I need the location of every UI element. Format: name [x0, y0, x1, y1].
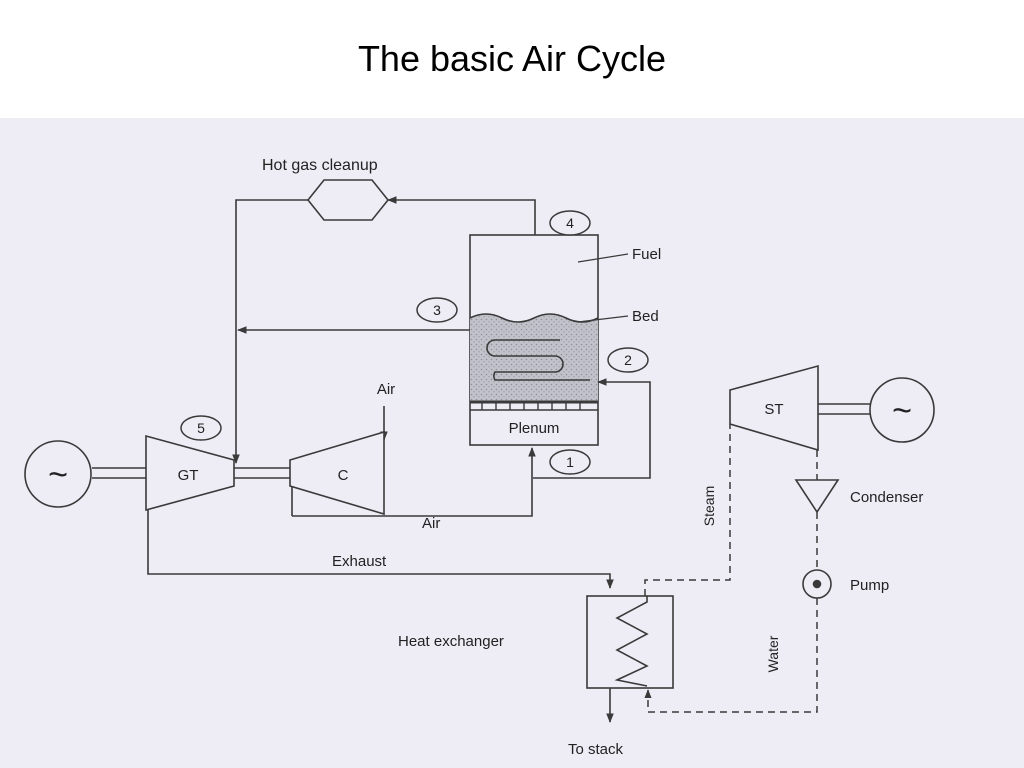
air-cycle-diagram: 4 3 2 1 5 Hot gas cleanup Fuel Bed Plenu…	[24, 157, 935, 758]
air-to-plenum-line	[292, 447, 536, 517]
steam-label: Steam	[701, 486, 717, 526]
state-point-4-marker	[549, 210, 591, 236]
state-point-3-marker	[416, 297, 458, 323]
condenser-label: Condenser	[850, 489, 923, 506]
to-stack-label: To stack	[568, 741, 624, 758]
slide-title: The basic Air Cycle	[357, 38, 667, 79]
water-label: Water	[765, 635, 781, 672]
generator-right-symbol: ~	[892, 392, 912, 430]
state-point-1-marker	[549, 449, 591, 475]
state-point-5-marker	[180, 415, 222, 441]
steam-line	[644, 424, 731, 596]
bed-coil	[486, 339, 590, 381]
bed-region	[470, 314, 598, 402]
coil-return-line	[597, 378, 651, 479]
state-point-3: 3	[433, 302, 441, 318]
state-point-2-marker	[607, 347, 649, 373]
compressor-label: C	[338, 467, 349, 484]
bed-label: Bed	[632, 308, 659, 325]
state-point-1: 1	[566, 454, 574, 470]
distributor-plate	[481, 402, 581, 410]
fuel-label: Fuel	[632, 246, 661, 263]
hot-gas-cleanup-label: Hot gas cleanup	[262, 157, 378, 174]
exhaust-label: Exhaust	[332, 553, 387, 570]
hot-gas-cleanup-filter	[306, 179, 390, 221]
steam-turbine	[729, 364, 819, 452]
air-supply-label: Air	[422, 515, 440, 532]
air-inlet-label: Air	[377, 381, 395, 398]
generator-left-symbol: ~	[48, 456, 68, 494]
heat-exchanger-coil	[614, 596, 649, 687]
state-point-2: 2	[624, 352, 632, 368]
generator-right	[869, 377, 935, 443]
exhaust-line	[147, 510, 614, 589]
gt-label: GT	[178, 467, 199, 484]
cleaned-gas-line	[232, 199, 308, 464]
pump-label: Pump	[850, 577, 889, 594]
water-line	[644, 598, 818, 713]
heat-exchanger-label: Heat exchanger	[398, 633, 504, 650]
gas-turbine	[145, 434, 235, 512]
state-point-5: 5	[197, 420, 205, 436]
generator-left	[24, 440, 92, 508]
state-point-4: 4	[566, 215, 574, 231]
condenser	[794, 479, 840, 514]
st-label: ST	[764, 401, 783, 418]
plenum-label: Plenum	[509, 420, 560, 437]
hot-gas-line	[387, 196, 536, 235]
